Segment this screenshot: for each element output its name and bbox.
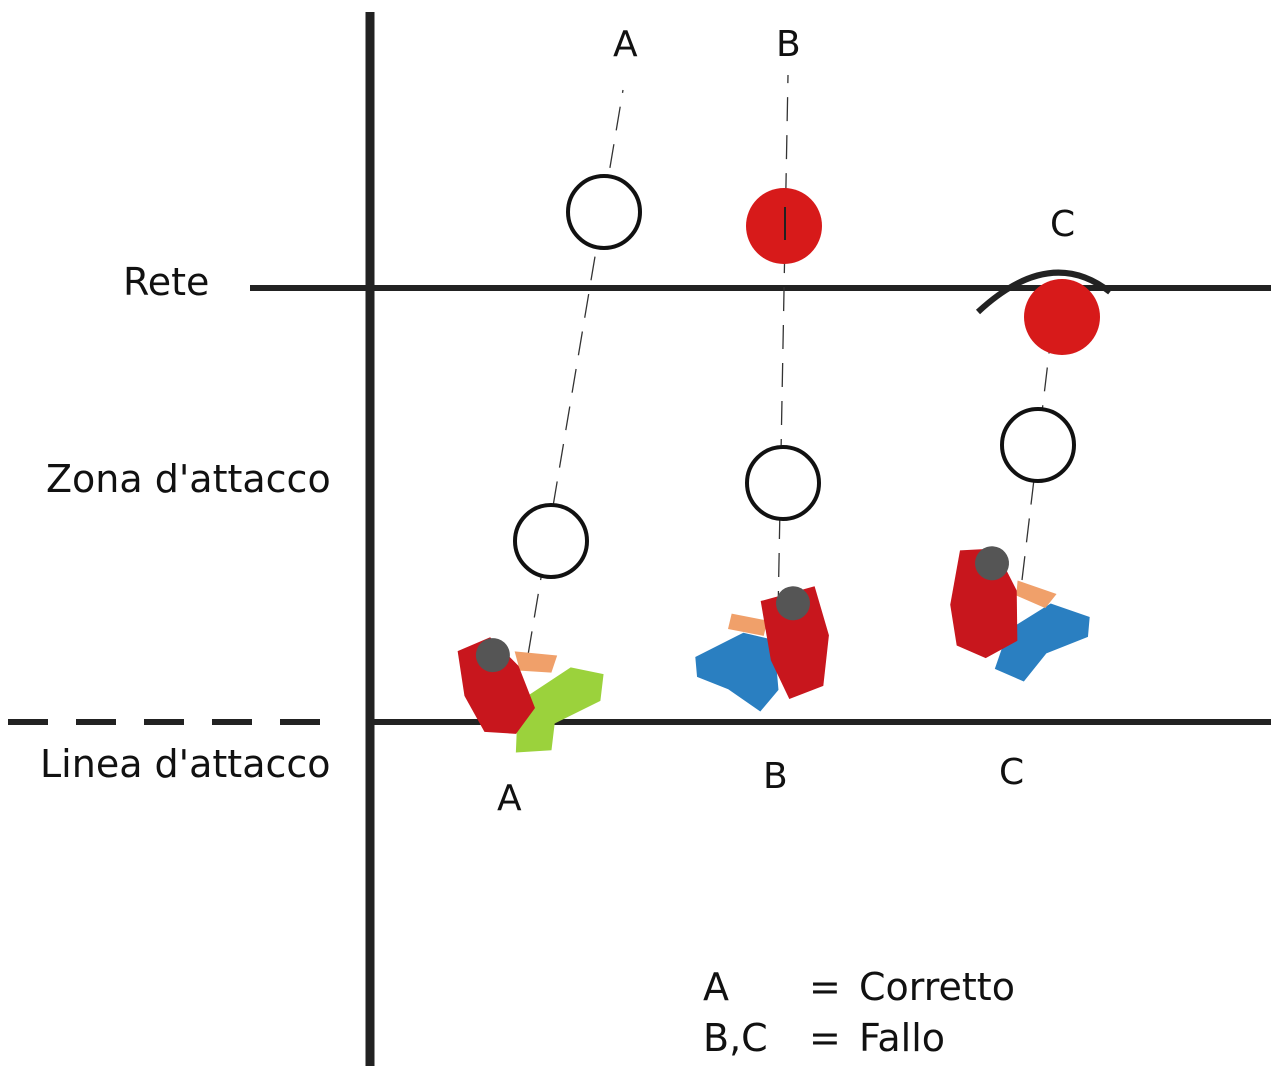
legend-key: B,C <box>703 1016 768 1060</box>
ball-c-upper <box>1024 279 1100 355</box>
arm-arc-c <box>975 269 1112 315</box>
legend-sep: = <box>809 965 841 1009</box>
legend-sep: = <box>809 1016 841 1060</box>
ball-a-lower <box>513 503 589 579</box>
case-a-top-label: A <box>613 24 638 65</box>
case-c-top-label: C <box>1050 204 1076 245</box>
case-b-top-label: B <box>776 24 801 65</box>
ball-c-lower <box>1000 407 1076 483</box>
attack-line-label: Linea d'attacco <box>40 742 331 786</box>
case-c-bottom-label: C <box>999 752 1025 793</box>
attack-zone-label: Zona d'attacco <box>46 457 331 501</box>
legend-value: Fallo <box>859 1016 946 1060</box>
case-b-bottom-label: B <box>763 756 788 797</box>
legend-row-correct: A = Corretto <box>703 965 1103 1011</box>
legend-row-foul: B,C = Fallo <box>703 1016 1103 1062</box>
legend-value: Corretto <box>859 965 1015 1009</box>
ball-b-lower <box>745 445 821 521</box>
player-c <box>950 546 1090 682</box>
player-a <box>457 637 604 753</box>
ball-a-upper <box>566 174 642 250</box>
net-label: Rete <box>123 260 210 304</box>
trajectory-b <box>777 74 789 616</box>
player-b <box>695 586 829 712</box>
legend-key: A <box>703 965 729 1009</box>
case-a-bottom-label: A <box>497 778 522 819</box>
